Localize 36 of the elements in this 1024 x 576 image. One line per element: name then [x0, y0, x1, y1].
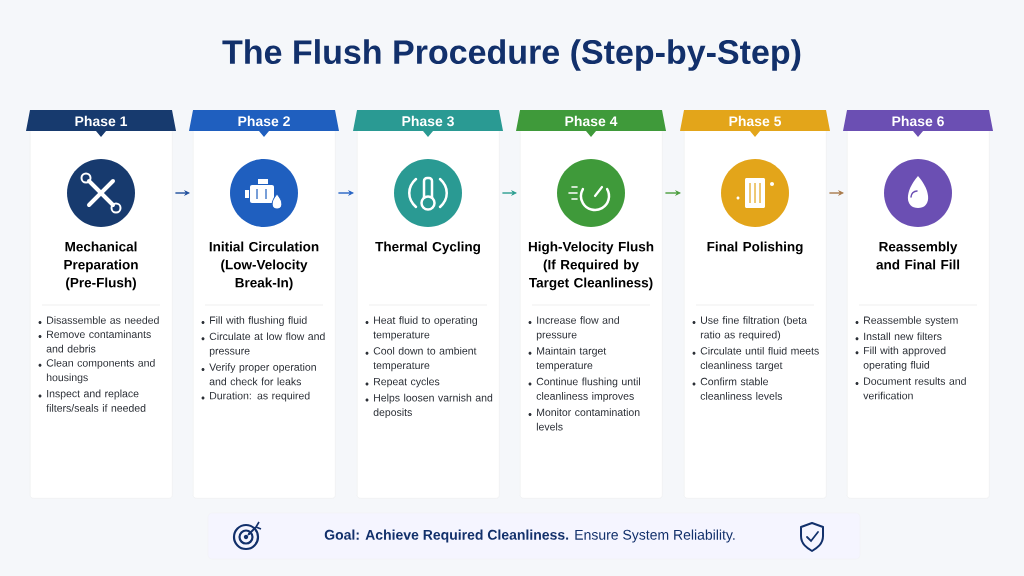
bullet-item: Fill with approved operating fluid [855, 346, 946, 371]
card-heading: Initial Circulation (Low-Velocity Break-In) [209, 241, 319, 291]
phase-tab: Phase 5 [680, 110, 830, 137]
phase-tab: Phase 1 [26, 110, 176, 137]
bullet-item: Fill with flushing fluid [201, 316, 307, 326]
bullet-item: Duration: as required [201, 391, 310, 402]
bullet-item: Inspect and replace filters/seals if needed [38, 389, 146, 412]
bullet-item: Remove contaminants and debris [38, 330, 151, 353]
bullet-item: Increase flow and pressure [528, 316, 619, 341]
bullet-item: Monitor contamination levels [528, 408, 640, 431]
bullet-item: Use fine filtration (beta ratio as required) [692, 316, 807, 341]
bullet-item: Maintain target temperature [528, 346, 607, 372]
bullet-item: Continue flushing until cleanliness improves [528, 377, 640, 402]
bullet-item: Cool down to ambient temperature [365, 346, 477, 372]
card-heading: Final Polishing [707, 241, 803, 255]
bullet-item: Verify proper operation and check for leaks [201, 363, 316, 386]
bullet-item: Heat fluid to operating temperature [365, 316, 477, 341]
phase-tab: Phase 6 [843, 110, 993, 137]
card-heading: High-Velocity Flush (If Required by Target Cleanliness) [528, 241, 654, 291]
bullet-item: Confirm stable cleanliness levels [692, 377, 783, 400]
card-heading: Reassembly and Final Fill [876, 241, 960, 270]
phase-tab: Phase 4 [516, 110, 666, 137]
bullet-item: Reassemble system [855, 316, 958, 326]
card-heading: Thermal Cycling [375, 241, 480, 255]
bullet-item: Circulate until fluid meets cleanliness target [692, 346, 819, 372]
bullet-item: Disassemble as needed [38, 316, 159, 324]
bullet-item: Repeat cycles [365, 377, 440, 388]
bullet-item: Helps loosen varnish and deposits [365, 393, 493, 419]
bullet-item: Clean components and housings [38, 358, 155, 384]
title: The Flush Procedure (Step-by-Step) [222, 39, 801, 71]
phase-tab: Phase 3 [353, 110, 503, 137]
bullet-item: Install new filters [855, 332, 942, 341]
phase-tab: Phase 2 [189, 110, 339, 137]
bullet-item: Circulate at low flow and pressure [201, 332, 325, 357]
bullet-item: Document results and verification [855, 377, 966, 400]
card-heading: Mechanical Preparation (Pre-Flush) [64, 241, 138, 291]
